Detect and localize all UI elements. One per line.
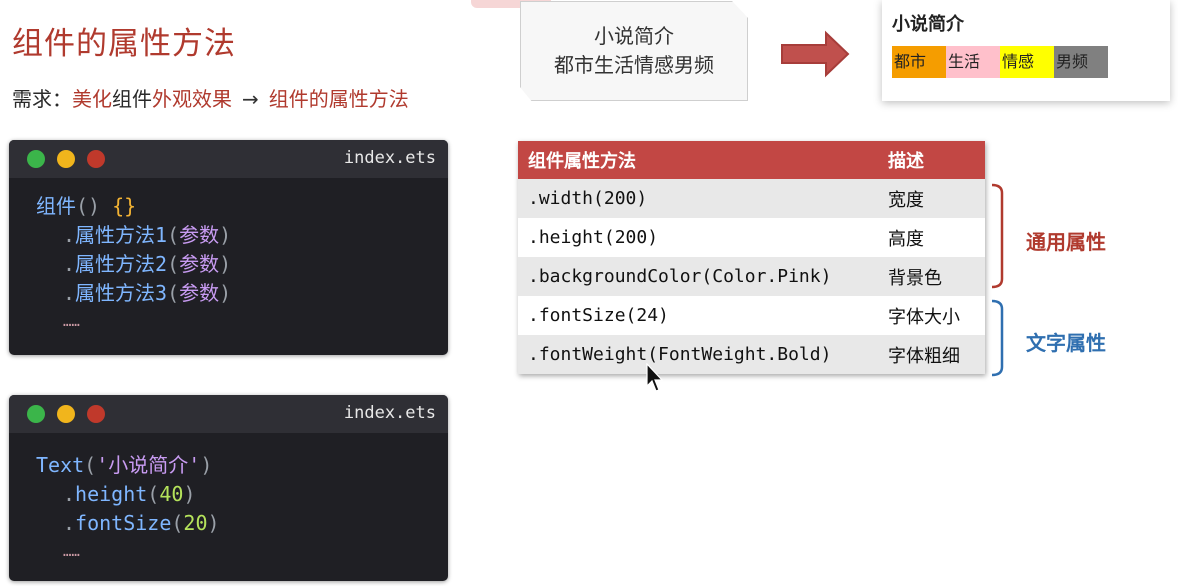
common-bracket-icon [991, 183, 1004, 289]
requirement-part4: 组件的属性方法 [268, 87, 409, 111]
code-line: .属性方法3(参数) [63, 281, 232, 305]
tag-list: 都市 生活 情感 男频 [892, 46, 1108, 78]
component-name: 组件 [36, 194, 76, 218]
table-row: .fontSize(24) 字体大小 [518, 296, 985, 335]
method-cell: .width(200) [518, 179, 878, 218]
tag-chip: 都市 [892, 46, 946, 78]
table-row: .width(200) 宽度 [518, 179, 985, 218]
string-arg: '小说简介' [96, 453, 201, 477]
method-name: height [75, 482, 148, 506]
column-header: 描述 [878, 141, 985, 179]
number-arg: 40 [159, 482, 184, 506]
requirement-label: 需求： [12, 87, 72, 111]
file-name: index.ets [343, 403, 436, 423]
desc-cell: 宽度 [878, 179, 985, 218]
method-cell: .backgroundColor(Color.Pink) [518, 257, 878, 296]
top-tab-decoration [471, 0, 551, 8]
code-line: Text('小说简介') [36, 453, 213, 477]
tag-chip: 情感 [1000, 46, 1054, 78]
right-arrow-icon [781, 30, 850, 78]
column-header: 组件属性方法 [518, 141, 878, 179]
code-window-1: index.ets 组件() {} .属性方法1(参数) .属性方法2(参数) … [9, 140, 448, 355]
text-bracket-icon [991, 299, 1004, 377]
page-title: 组件的属性方法 [12, 26, 236, 62]
desc-cell: 字体大小 [878, 296, 985, 335]
mouse-cursor-icon [646, 363, 664, 392]
yellow-dot-icon [57, 150, 75, 168]
method-name: 属性方法2 [75, 252, 168, 276]
code-block-1: 组件() {} .属性方法1(参数) .属性方法2(参数) .属性方法3(参数)… [9, 178, 448, 337]
param-name: 参数 [179, 223, 220, 247]
number-arg: 20 [183, 511, 208, 535]
code-line: .属性方法2(参数) [63, 252, 232, 276]
code-line: 组件() {} [36, 192, 448, 221]
table-row: .backgroundColor(Color.Pink) 背景色 [518, 257, 985, 296]
tag-chip: 生活 [946, 46, 1000, 78]
file-name: index.ets [343, 148, 436, 168]
code-braces: {} [112, 194, 137, 218]
desc-cell: 背景色 [878, 257, 985, 296]
param-name: 参数 [179, 252, 220, 276]
method-name: fontSize [75, 511, 172, 535]
desc-cell: 高度 [878, 218, 985, 257]
red-dot-icon [87, 405, 105, 423]
code-ellipsis: …… [63, 544, 80, 560]
table-row: .height(200) 高度 [518, 218, 985, 257]
code-block-2: Text('小说简介') .height(40) .fontSize(20) …… [9, 433, 448, 567]
method-cell: .fontWeight(FontWeight.Bold) [518, 335, 878, 374]
requirement-part1: 美化 [72, 87, 112, 111]
method-name: 属性方法1 [75, 223, 168, 247]
card-line-2: 都市生活情感男频 [554, 53, 714, 77]
code-line: .height(40) [63, 482, 196, 506]
card-line-1: 小说简介 [594, 24, 674, 48]
method-cell: .height(200) [518, 218, 878, 257]
requirement-line: 需求：美化组件外观效果 → 组件的属性方法 [12, 83, 409, 112]
code-window-2: index.ets Text('小说简介') .height(40) .font… [9, 395, 448, 581]
green-dot-icon [27, 150, 45, 168]
code-line: .fontSize(20) [63, 511, 220, 535]
code-ellipsis: …… [63, 314, 80, 330]
yellow-dot-icon [57, 405, 75, 423]
table-row: .fontWeight(FontWeight.Bold) 字体粗细 [518, 335, 985, 374]
code-parens: () [76, 194, 101, 218]
method-cell: .fontSize(24) [518, 296, 878, 335]
code-line: .属性方法1(参数) [63, 223, 232, 247]
preview-title: 小说简介 [892, 14, 964, 35]
red-dot-icon [87, 150, 105, 168]
property-table: 组件属性方法 描述 .width(200) 宽度 .height(200) 高度… [518, 141, 985, 374]
param-name: 参数 [179, 281, 220, 305]
function-name: Text [36, 453, 85, 477]
requirement-part2: 组件 [112, 87, 152, 111]
preview-panel: 小说简介 都市 生活 情感 男频 [882, 0, 1170, 101]
code-window-titlebar: index.ets [9, 140, 448, 178]
method-name: 属性方法3 [75, 281, 168, 305]
desc-cell: 字体粗细 [878, 335, 985, 374]
requirement-part3: 外观效果 [152, 87, 232, 111]
code-window-titlebar: index.ets [9, 395, 448, 433]
intro-card: 小说简介 都市生活情感男频 [520, 1, 748, 101]
tag-chip: 男频 [1054, 46, 1108, 78]
green-dot-icon [27, 405, 45, 423]
right-arrow-icon: → [242, 87, 259, 111]
table-header-row: 组件属性方法 描述 [518, 141, 985, 179]
common-properties-label: 通用属性 [1026, 230, 1106, 254]
text-properties-label: 文字属性 [1026, 331, 1106, 355]
